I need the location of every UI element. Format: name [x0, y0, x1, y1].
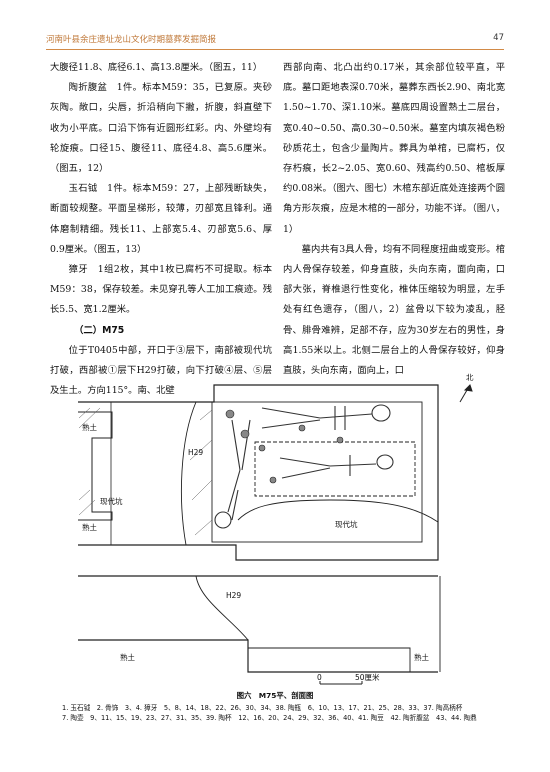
skeleton-skull: [371, 404, 391, 422]
shutu-label-section-left: 熟土: [120, 652, 135, 662]
running-header: 河南叶县余庄遗址龙山文化时期墓葬发掘简报 47: [46, 33, 504, 47]
north-label: 北: [466, 373, 474, 382]
page-number: 47: [493, 33, 504, 43]
section-profile: [78, 639, 438, 673]
shutu-label-section-right: 熟土: [414, 652, 429, 662]
skeleton-spine: [227, 419, 251, 521]
paragraph: 大腹径11.8、底径6.1、高13.8厘米。（图五，11）: [50, 62, 263, 73]
paragraph: 位于T0405中部，开口于③层下，南部被现代坑打破，西部被①层下H29打破，向下…: [50, 344, 272, 397]
legend-line: 1. 玉石钺 2. 骨饰 3、4. 獐牙 5、8、14、18、22、26、30、…: [62, 704, 463, 712]
shutu-label-plan-top: 熟土: [82, 422, 97, 432]
left-ledge: [78, 411, 113, 521]
legend-line: 7. 陶壶 9、11、15、19、23、27、31、35、39. 陶杯 12、1…: [62, 714, 477, 722]
scale-fifty: 50厘米: [355, 672, 380, 682]
h29-label-plan: H29: [188, 448, 203, 457]
shutu-label-plan-bottom: 熟土: [82, 522, 97, 532]
plan-outline: [78, 384, 439, 561]
modern-pit-label: 现代坑: [335, 519, 358, 529]
skeleton-skull: [376, 454, 394, 470]
paragraph: 西部向南、北凸出约0.17米，其余部位较平直，平底。墓口距地表深0.70米，墓葬…: [283, 62, 505, 235]
left-text-column: 大腹径11.8、底径6.1、高13.8厘米。（图五，11） 陶折腹盆 1件。标本M…: [50, 58, 272, 401]
paragraph: 陶折腹盆 1件。标本M59：35，已复原。夹砂灰陶。敞口，尖唇，折沿稍向下撇，折…: [50, 82, 272, 175]
coffin-trace: [254, 441, 416, 497]
figure-legend: 1. 玉石钺 2. 骨饰 3、4. 獐牙 5、8、14、18、22、26、30、…: [62, 703, 504, 723]
figure-caption: 图六 M75平、剖面图: [236, 691, 314, 700]
paragraph: （二）M75: [74, 324, 125, 336]
skeleton-spine: [261, 406, 373, 430]
section-h29: [195, 575, 249, 641]
h29-label-section: H29: [226, 591, 241, 600]
section-inner: [248, 647, 411, 672]
paragraph: 獐牙 1组2枚，其中1枚已腐朽不可提取。标本M59：38，保存较差。未见穿孔等人…: [50, 264, 272, 316]
modern-pit-curve: [237, 499, 439, 523]
modern-pit-label-left: 现代坑: [100, 496, 123, 506]
header-rule: [46, 49, 504, 50]
inner-pit: [211, 401, 423, 543]
skeleton-spine: [279, 455, 377, 479]
paragraph: 玉石钺 1件。标本M59：27，上部残断缺失，断面较规整。平面呈梯形，较薄，刃部…: [50, 183, 272, 255]
right-text-column: 西部向南、北凸出约0.17米，其余部位较平直，平底。墓口距地表深0.70米，墓葬…: [283, 58, 505, 381]
skeleton-skull: [214, 511, 232, 529]
h29-boundary: [180, 401, 197, 546]
paragraph: 墓内共有3具人骨，均有不同程度扭曲或变形。棺内人骨保存较差，仰身直肢，头向东南，…: [283, 243, 505, 377]
journal-title: 河南叶县余庄遗址龙山文化时期墓葬发掘简报: [46, 35, 217, 45]
scale-zero: 0: [317, 673, 322, 682]
